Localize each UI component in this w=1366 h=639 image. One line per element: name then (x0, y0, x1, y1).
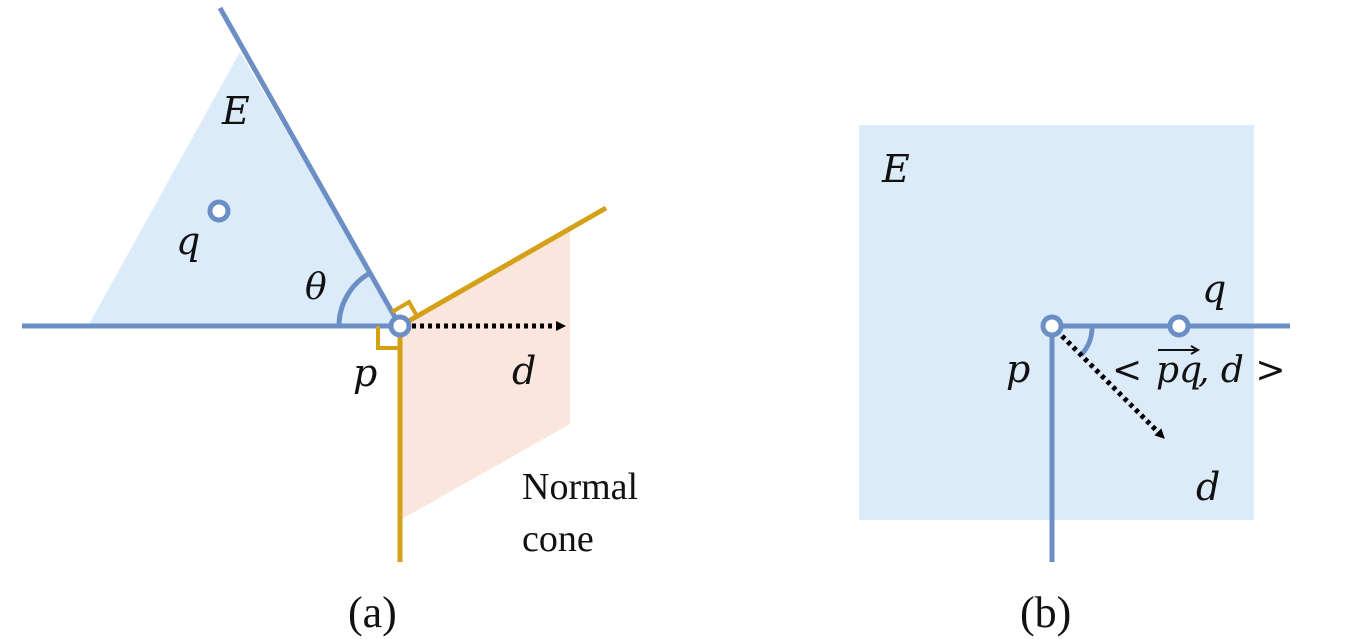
normal-cone-label-line1: Normal (522, 466, 638, 508)
theta-arc (336, 270, 372, 327)
label-d-a: d (512, 349, 536, 393)
angle-label-vector: pq (1156, 350, 1202, 391)
point-p-b (1040, 314, 1064, 338)
label-p-a: p (353, 351, 377, 395)
label-e-b: E (881, 147, 910, 191)
label-theta: θ (305, 267, 327, 308)
label-e-a: E (221, 89, 250, 133)
region-e-fill-a (88, 52, 400, 326)
label-d-b: d (1196, 465, 1220, 509)
label-q-b: q (1202, 267, 1226, 311)
panel-b: E q p < pq , d > d (b) (859, 125, 1290, 637)
point-p-a (388, 314, 412, 338)
caption-b: (b) (1020, 588, 1071, 637)
normal-cone-label-line2: cone (522, 518, 594, 560)
point-q-a (207, 199, 231, 223)
right-angle-marker-upper (390, 299, 420, 319)
panel-a: E q θ p d Normal cone (a) (22, 6, 638, 637)
angle-label-left: < (1112, 350, 1142, 391)
label-p-b: p (1006, 347, 1030, 391)
point-q-b (1167, 314, 1191, 338)
caption-a: (a) (348, 588, 397, 637)
normal-cone-edge-upper (398, 205, 608, 329)
right-angle-marker-lower (376, 326, 400, 350)
vector-arrow-head (1190, 345, 1201, 355)
angle-label-right: , d > (1198, 350, 1286, 391)
label-q-a: q (176, 219, 200, 263)
